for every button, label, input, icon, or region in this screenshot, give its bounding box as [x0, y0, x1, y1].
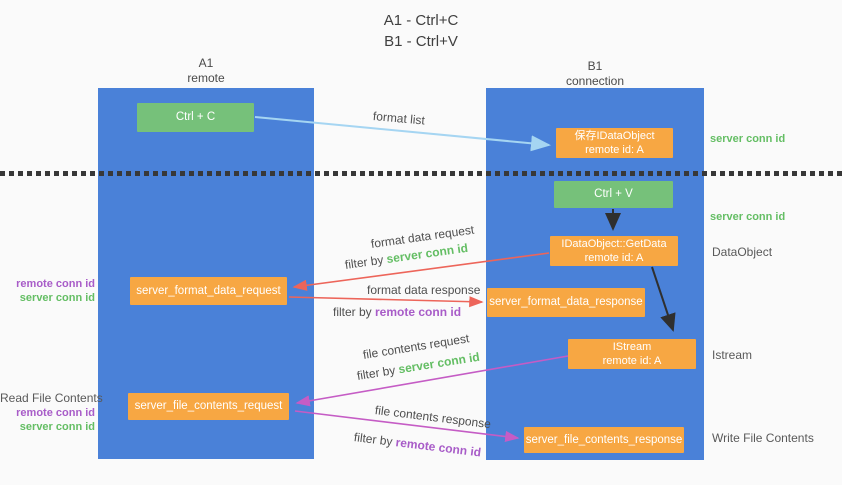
edge-label-file-contents-response: file contents response	[374, 403, 492, 432]
lane-connection-label: connection	[565, 74, 625, 88]
filter-value-remote-conn-id: remote conn id	[394, 435, 482, 460]
diagram-title: A1 - Ctrl+C B1 - Ctrl+V	[0, 10, 842, 52]
edge-filter-format-data-response: filter by remote conn id	[333, 305, 461, 319]
node-file-request-label: server_file_contents_request	[134, 400, 283, 413]
node-getdata-line2: remote id: A	[584, 252, 644, 264]
annotation-dataobject: DataObject	[712, 245, 773, 259]
node-idataobject-getdata: IDataObject::GetData remote id: A	[550, 236, 678, 266]
filter-prefix: filter by	[333, 305, 376, 319]
annotation-server-conn-id-top: server conn id	[710, 133, 786, 145]
annotation-write-file-contents: Write File Contents	[712, 431, 814, 445]
node-getdata-line1: IDataObject::GetData	[561, 237, 667, 250]
title-line-1: A1 - Ctrl+C	[383, 12, 459, 29]
node-save-idataobject: 保存IDataObject remote id: A	[556, 128, 673, 158]
dotted-divider-line	[0, 171, 842, 176]
node-server-file-contents-request: server_file_contents_request	[128, 393, 289, 420]
lane-remote-label: remote	[187, 71, 225, 85]
node-save-idataobject-line2: remote id: A	[585, 144, 644, 156]
node-save-idataobject-line1: 保存IDataObject	[574, 129, 655, 142]
annotation-remote-conn-id-bottom: remote conn id	[16, 407, 95, 419]
arrow-format-data-response	[288, 296, 484, 308]
node-server-format-data-response: server_format_data_response	[487, 288, 645, 317]
node-server-format-data-request: server_format_data_request	[130, 277, 287, 305]
filter-prefix: filter by	[353, 430, 397, 450]
lane-header-a1-remote: A1 remote	[98, 56, 314, 86]
node-file-response-label: server_file_contents_response	[525, 433, 683, 446]
node-format-request-label: server_format_data_request	[136, 284, 281, 297]
node-istream-line2: remote id: A	[602, 355, 662, 367]
edge-label-format-data-response: format data response	[367, 283, 481, 297]
annotation-remote-conn-id-mid: remote conn id	[16, 278, 95, 290]
node-ctrl-c: Ctrl + C	[137, 103, 254, 132]
node-ctrl-v: Ctrl + V	[554, 181, 673, 208]
node-istream: IStream remote id: A	[568, 339, 696, 369]
annotation-istream: Istream	[712, 348, 753, 362]
node-format-response-label: server_format_data_response	[489, 296, 643, 309]
filter-value-remote-conn-id: remote conn id	[375, 305, 462, 319]
annotation-server-conn-id-mid: server conn id	[710, 211, 786, 223]
filter-prefix: filter by	[344, 252, 388, 272]
lane-a1-label: A1	[198, 56, 214, 70]
annotation-server-conn-id-left-mid: server conn id	[19, 292, 95, 304]
title-line-2: B1 - Ctrl+V	[384, 33, 458, 50]
node-ctrl-c-label: Ctrl + C	[175, 111, 216, 124]
node-istream-line1: IStream	[612, 340, 652, 353]
lane-b1-label: B1	[587, 59, 603, 73]
lane-header-b1-connection: B1 connection	[486, 59, 704, 89]
node-server-file-contents-response: server_file_contents_response	[524, 427, 684, 453]
filter-prefix: filter by	[355, 362, 400, 383]
edge-filter-file-contents-response: filter by remote conn id	[353, 430, 482, 459]
annotation-server-conn-id-left-bottom: server conn id	[19, 421, 95, 433]
node-ctrl-v-label: Ctrl + V	[594, 188, 633, 201]
annotation-read-file-contents: Read File Contents	[0, 391, 103, 405]
edge-label-format-list: format list	[372, 109, 426, 128]
